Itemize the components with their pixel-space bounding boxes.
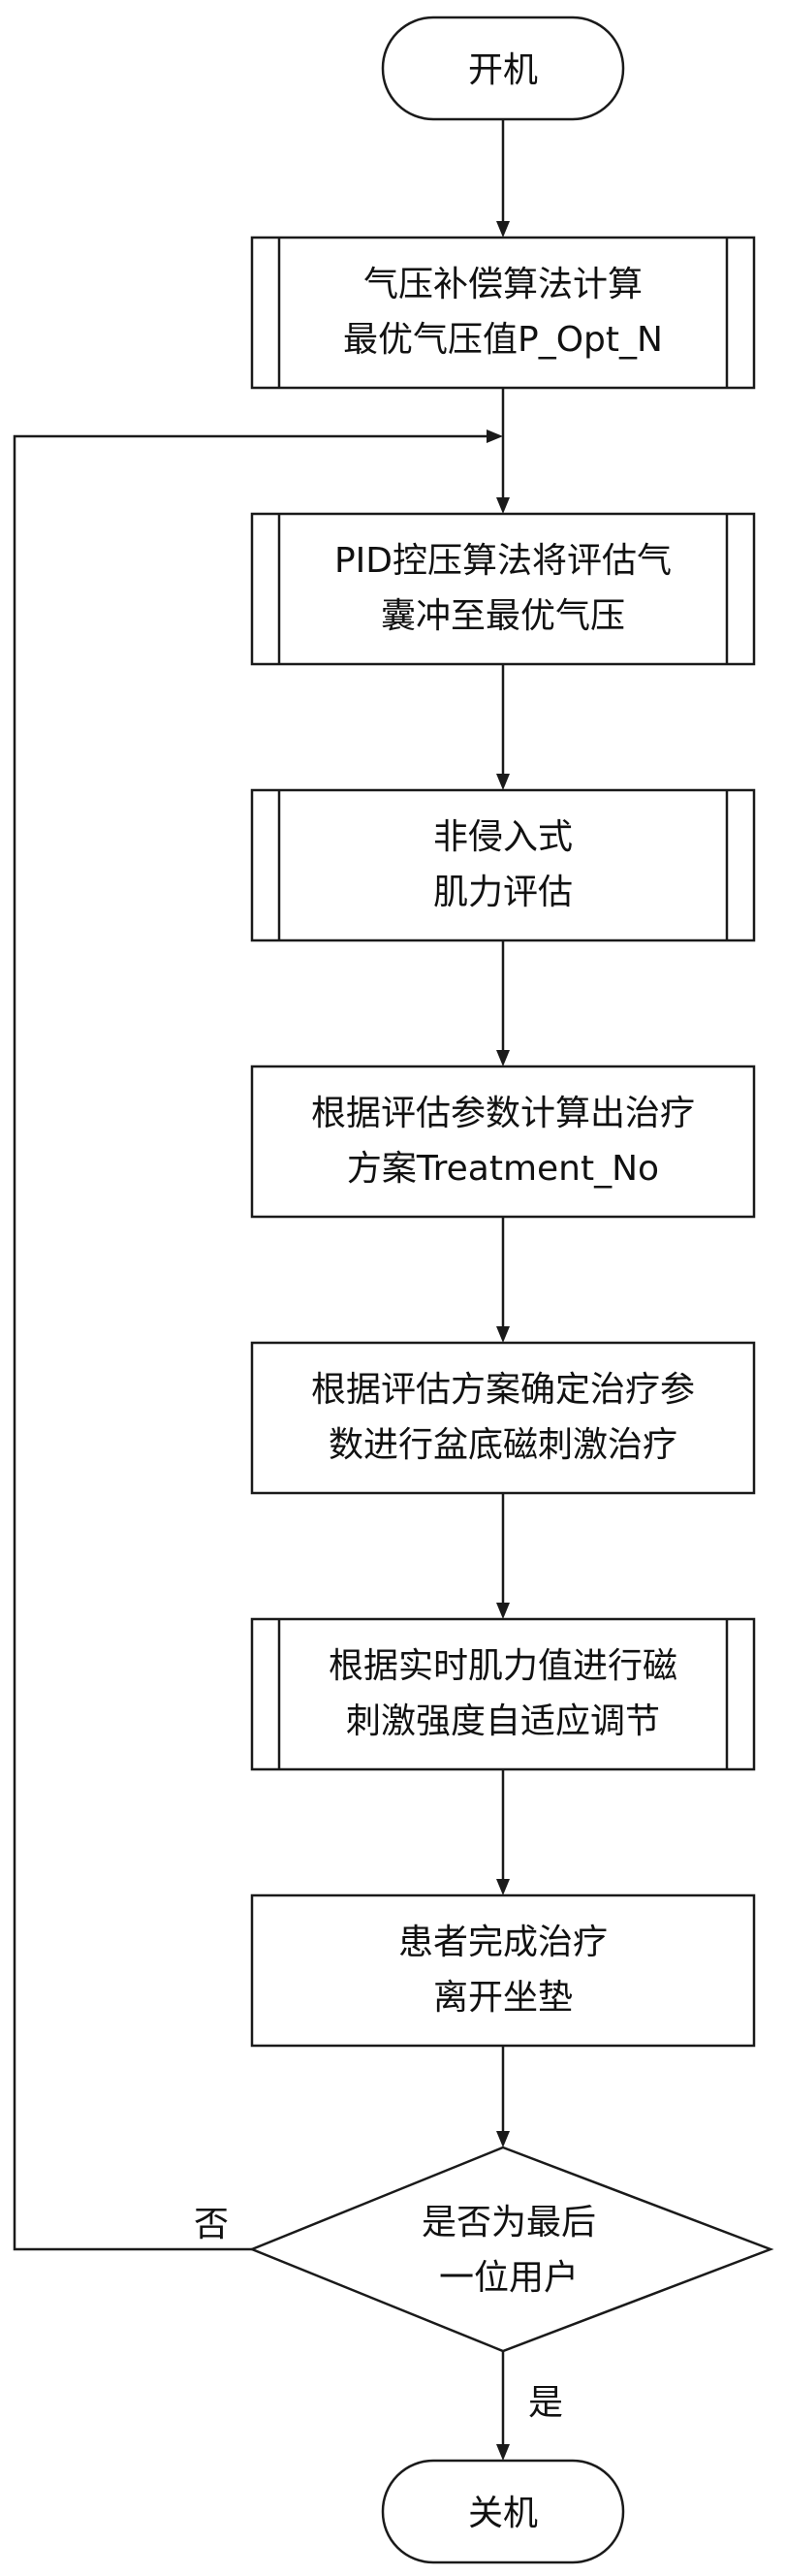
- step-adaptive-adjustment: 根据实时肌力值进行磁 刺激强度自适应调节: [252, 1619, 754, 1769]
- end-terminator: 关机: [383, 2461, 623, 2562]
- decision-line-1: 是否为最后: [422, 2203, 596, 2242]
- step-treatment-complete: 患者完成治疗 离开坐垫: [252, 1895, 754, 2046]
- step-pid-pressure-control: PID控压算法将评估气 囊冲至最优气压: [252, 514, 754, 664]
- arrow-head: [496, 1879, 510, 1895]
- step-compute-plan: 根据评估参数计算出治疗 方案Treatment_No: [252, 1066, 754, 1217]
- arrow-head: [496, 774, 510, 790]
- step-determine-parameters: 根据评估方案确定治疗参 数进行盆底磁刺激治疗: [252, 1343, 754, 1493]
- step-pressure-compensation: 气压补偿算法计算 最优气压值P_Opt_N: [252, 238, 754, 388]
- arrow-head: [496, 1326, 510, 1343]
- decision-no-label: 否: [194, 2205, 229, 2244]
- step-3-line-2: 肌力评估: [433, 873, 573, 912]
- decision-line-2: 一位用户: [439, 2258, 579, 2298]
- decision-last-user: 是否为最后 一位用户: [252, 2147, 770, 2351]
- start-terminator: 开机: [383, 17, 623, 119]
- arrow-head: [496, 221, 510, 238]
- step-muscle-assessment: 非侵入式 肌力评估: [252, 790, 754, 940]
- step-1-line-1: 气压补偿算法计算: [363, 265, 643, 304]
- arrow-head: [496, 2131, 510, 2147]
- arrow-head: [487, 429, 503, 443]
- step-5-line-1: 根据评估方案确定治疗参: [311, 1370, 695, 1410]
- arrow-head: [496, 497, 510, 514]
- step-6-line-2: 刺激强度自适应调节: [346, 1701, 660, 1741]
- step-2-line-1: PID控压算法将评估气: [334, 541, 672, 581]
- step-6-line-1: 根据实时肌力值进行磁: [329, 1646, 677, 1686]
- step-3-line-1: 非侵入式: [433, 817, 573, 857]
- step-1-line-2: 最优气压值P_Opt_N: [343, 320, 663, 360]
- end-label: 关机: [468, 2494, 538, 2533]
- step-7-line-2: 离开坐垫: [433, 1978, 573, 2018]
- step-2-line-2: 囊冲至最优气压: [381, 596, 625, 636]
- connectors: [15, 119, 510, 2461]
- start-label: 开机: [468, 50, 538, 90]
- step-4-line-2: 方案Treatment_No: [347, 1149, 659, 1189]
- step-5-line-2: 数进行盆底磁刺激治疗: [329, 1425, 677, 1465]
- step-7-line-1: 患者完成治疗: [398, 1923, 608, 1962]
- decision-yes-label: 是: [528, 2383, 563, 2423]
- arrow-head: [496, 1050, 510, 1066]
- arrow-head: [496, 1603, 510, 1619]
- step-4-line-1: 根据评估参数计算出治疗: [311, 1094, 695, 1133]
- arrow-head: [496, 2444, 510, 2461]
